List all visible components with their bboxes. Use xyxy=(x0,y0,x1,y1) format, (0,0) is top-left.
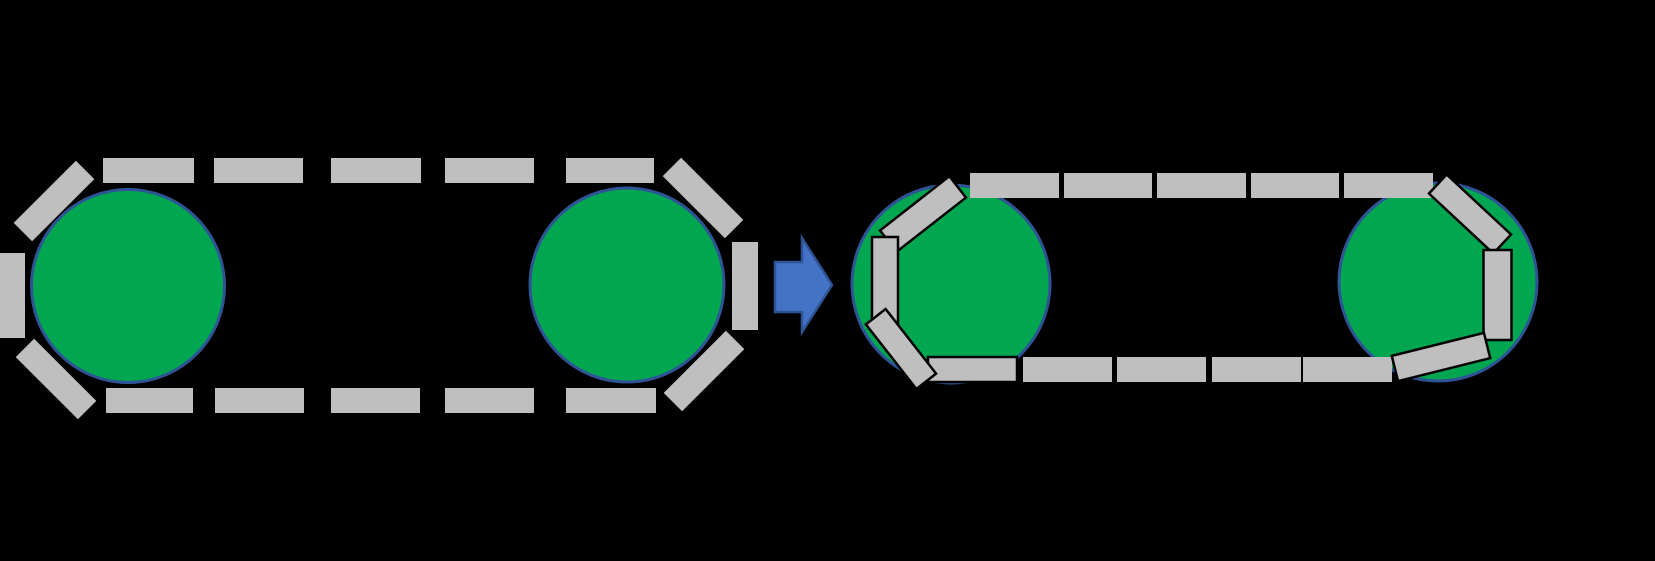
track-segment xyxy=(663,330,745,412)
track-segment xyxy=(1117,357,1206,382)
track-segment xyxy=(864,307,938,391)
track-segment xyxy=(970,173,1059,198)
track-segment xyxy=(1023,357,1112,382)
track-segment xyxy=(15,338,97,420)
track-segment xyxy=(1157,173,1246,198)
loose-belt-diagram xyxy=(0,157,758,420)
track-segment xyxy=(106,388,193,413)
track-segment xyxy=(0,253,25,338)
track-segment xyxy=(214,158,303,183)
track-segment xyxy=(1427,172,1513,256)
track-segment xyxy=(566,158,654,183)
track-segment xyxy=(13,160,95,242)
track-segment xyxy=(445,388,534,413)
track-segment xyxy=(331,388,420,413)
tight-belt-diagram xyxy=(850,172,1539,391)
track-segment xyxy=(215,388,304,413)
track-segment xyxy=(1303,357,1392,382)
track-segment xyxy=(662,157,744,239)
track-segment xyxy=(331,158,421,183)
pulley-wheel xyxy=(528,186,726,384)
track-segment xyxy=(103,158,194,183)
track-segment xyxy=(1344,173,1433,198)
pulley-wheel xyxy=(30,188,226,384)
track-segment xyxy=(1064,173,1152,198)
right-arrow-icon xyxy=(773,233,834,337)
track-segment xyxy=(1251,173,1339,198)
track-segment xyxy=(566,388,656,413)
track-segment xyxy=(1390,331,1492,383)
track-segment xyxy=(1482,248,1513,342)
track-segment xyxy=(445,158,534,183)
track-segment xyxy=(1212,357,1301,382)
track-segment xyxy=(926,355,1019,384)
track-segment xyxy=(732,242,758,330)
